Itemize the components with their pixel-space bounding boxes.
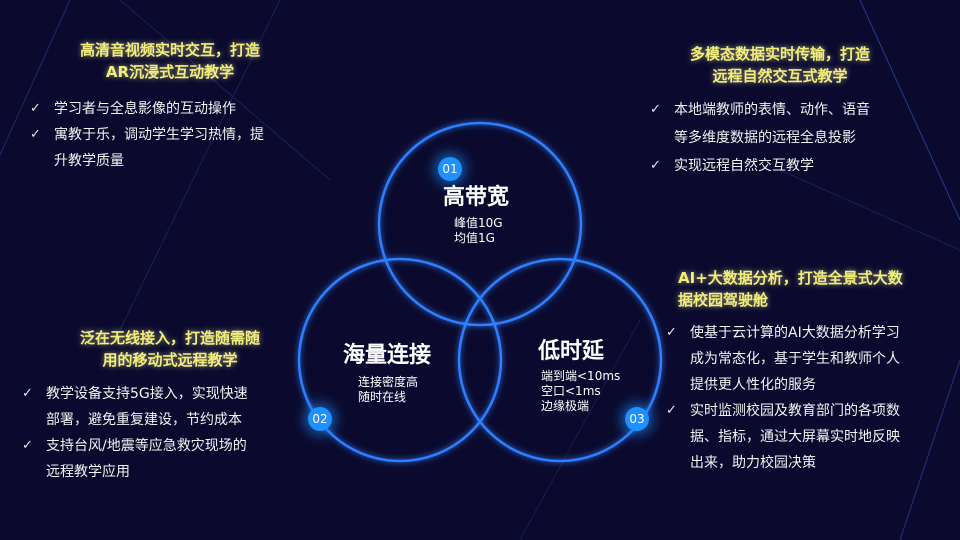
circle-lines-bandwidth: 峰值10G 均值1G bbox=[454, 216, 503, 246]
list-item: 出来，助力校园决策 bbox=[666, 450, 956, 476]
list-item: ✓ 教学设备支持5G接入，实现快速 bbox=[22, 381, 312, 407]
list-item: 等多维度数据的远程全息投影 bbox=[650, 124, 940, 152]
bullet-text: 支持台风/地震等应急救灾现场的 bbox=[46, 438, 247, 454]
title-line: AR沉浸式互动教学 bbox=[105, 63, 235, 81]
list-item: 远程教学应用 bbox=[22, 459, 312, 485]
check-icon: ✓ bbox=[666, 403, 677, 418]
bullet-list-top-left: ✓ 学习者与全息影像的互动操作 ✓ 寓教于乐，调动学生学习热情，提 升教学质量 bbox=[30, 96, 320, 174]
title-line: 用的移动式远程教学 bbox=[102, 351, 238, 369]
bullet-text: 学习者与全息影像的互动操作 bbox=[54, 101, 236, 117]
bullet-text: 部署，避免重复建设，节约成本 bbox=[46, 412, 242, 428]
title-line: 泛在无线接入，打造随需随 bbox=[79, 329, 260, 347]
title-line: 据校园驾驶舱 bbox=[678, 291, 769, 309]
list-item: ✓ 寓教于乐，调动学生学习热情，提 bbox=[30, 122, 320, 148]
bullet-text: 据、指标，通过大屏幕实时地反映 bbox=[690, 429, 900, 445]
circle-line: 均值1G bbox=[454, 231, 495, 245]
circle-latency bbox=[457, 257, 663, 463]
list-item: 升教学质量 bbox=[30, 148, 320, 174]
circle-line: 边缘极端 bbox=[541, 399, 590, 413]
badge-02: 02 bbox=[308, 407, 332, 431]
circle-lines-connections: 连接密度高 随时在线 bbox=[358, 375, 418, 405]
bullet-list-top-right: ✓ 本地端教师的表情、动作、语音 等多维度数据的远程全息投影 ✓ 实现远程自然交互教… bbox=[650, 96, 940, 180]
section-title-bottom-left: 泛在无线接入，打造随需随 用的移动式远程教学 bbox=[40, 327, 300, 371]
check-icon: ✓ bbox=[650, 102, 661, 117]
bullet-text: 教学设备支持5G接入，实现快速 bbox=[46, 386, 248, 402]
check-icon: ✓ bbox=[30, 127, 41, 142]
circle-connections bbox=[297, 257, 503, 463]
title-line: AI+大数据分析，打造全景式大数 bbox=[678, 269, 903, 287]
check-icon: ✓ bbox=[650, 158, 661, 173]
bullet-text: 本地端教师的表情、动作、语音 bbox=[674, 102, 870, 118]
circle-title-latency: 低时延 bbox=[538, 339, 605, 364]
circle-lines-latency: 端到端<10ms 空口<1ms 边缘极端 bbox=[541, 369, 620, 414]
title-line: 高清音视频实时交互，打造 bbox=[79, 41, 260, 59]
title-line: 多模态数据实时传输，打造 bbox=[689, 45, 870, 63]
bullet-text: 使基于云计算的AI大数据分析学习 bbox=[690, 325, 900, 341]
bullet-text: 成为常态化，基于学生和教师个人 bbox=[690, 351, 900, 367]
list-item: ✓ 实时监测校园及教育部门的各项数 bbox=[666, 398, 956, 424]
list-item: ✓ 实现远程自然交互教学 bbox=[650, 152, 940, 180]
section-title-top-left: 高清音视频实时交互，打造 AR沉浸式互动教学 bbox=[40, 39, 300, 83]
circle-line: 峰值10G bbox=[454, 216, 503, 230]
bullet-text: 提供更人性化的服务 bbox=[690, 377, 816, 393]
check-icon: ✓ bbox=[22, 386, 33, 401]
circle-line: 随时在线 bbox=[358, 390, 407, 404]
bullet-list-bottom-left: ✓ 教学设备支持5G接入，实现快速 部署，避免重复建设，节约成本 ✓ 支持台风/地震… bbox=[22, 381, 312, 485]
badge-03: 03 bbox=[625, 407, 649, 431]
circle-line: 端到端<10ms bbox=[541, 369, 621, 383]
bullet-list-bottom-right: ✓ 使基于云计算的AI大数据分析学习 成为常态化，基于学生和教师个人 提供更人性化… bbox=[666, 320, 956, 476]
bullet-text: 实时监测校园及教育部门的各项数 bbox=[690, 403, 900, 419]
bullet-text: 等多维度数据的远程全息投影 bbox=[674, 130, 856, 146]
bullet-text: 出来，助力校园决策 bbox=[690, 455, 816, 471]
circle-title-bandwidth: 高带宽 bbox=[443, 185, 510, 210]
bullet-text: 实现远程自然交互教学 bbox=[674, 158, 814, 174]
badge-01: 01 bbox=[438, 157, 462, 181]
list-item: 部署，避免重复建设，节约成本 bbox=[22, 407, 312, 433]
title-line: 远程自然交互式教学 bbox=[712, 67, 848, 85]
list-item: 提供更人性化的服务 bbox=[666, 372, 956, 398]
circle-line: 空口<1ms bbox=[541, 384, 601, 398]
list-item: ✓ 使基于云计算的AI大数据分析学习 bbox=[666, 320, 956, 346]
bullet-text: 升教学质量 bbox=[54, 153, 124, 169]
list-item: ✓ 学习者与全息影像的互动操作 bbox=[30, 96, 320, 122]
list-item: ✓ 本地端教师的表情、动作、语音 bbox=[650, 96, 940, 124]
circle-line: 连接密度高 bbox=[358, 375, 419, 389]
circle-title-connections: 海量连接 bbox=[343, 343, 432, 368]
section-title-bottom-right: AI+大数据分析，打造全景式大数 据校园驾驶舱 bbox=[672, 267, 948, 311]
bullet-text: 寓教于乐，调动学生学习热情，提 bbox=[54, 127, 264, 143]
circle-bandwidth bbox=[377, 121, 583, 327]
section-title-top-right: 多模态数据实时传输，打造 远程自然交互式教学 bbox=[650, 43, 910, 87]
list-item: 据、指标，通过大屏幕实时地反映 bbox=[666, 424, 956, 450]
bullet-text: 远程教学应用 bbox=[46, 464, 130, 480]
check-icon: ✓ bbox=[30, 101, 41, 116]
check-icon: ✓ bbox=[666, 325, 677, 340]
list-item: ✓ 支持台风/地震等应急救灾现场的 bbox=[22, 433, 312, 459]
check-icon: ✓ bbox=[22, 438, 33, 453]
list-item: 成为常态化，基于学生和教师个人 bbox=[666, 346, 956, 372]
